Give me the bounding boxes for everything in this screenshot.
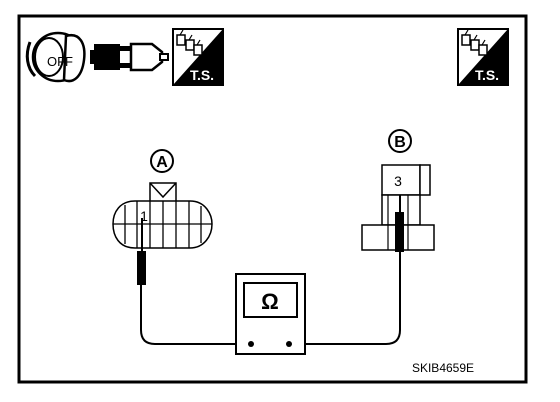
connector-a-letter: A [156, 154, 168, 171]
ts-right-label: T.S. [475, 67, 499, 83]
connector-b-letter: B [394, 134, 406, 151]
connector-b: B 3 [361, 129, 435, 252]
figure-code: SKIB4659E [412, 361, 474, 375]
connector-a: A 1 [112, 149, 213, 285]
ohmmeter-terminal-positive [286, 341, 292, 347]
connector-a-letter-circle [150, 149, 174, 173]
ohmmeter-display [243, 282, 298, 318]
test-lead-b [291, 252, 401, 345]
ohmmeter-terminal-negative [248, 341, 254, 347]
ohmmeter: Ω [235, 273, 306, 355]
trouble-shooting-icon-right: T.S. [457, 28, 509, 86]
ignition-key-off-icon: OFF [25, 31, 86, 83]
ohm-symbol: Ω [261, 289, 279, 314]
test-lead-a [140, 285, 249, 345]
connector-disconnect-icon [90, 42, 169, 72]
connector-b-letter-circle [388, 129, 412, 153]
probe-a [137, 251, 146, 285]
connector-b-pin: 3 [394, 173, 402, 189]
probe-b [395, 212, 404, 252]
ignition-off-label: OFF [47, 54, 73, 69]
ts-left-label: T.S. [190, 67, 214, 83]
trouble-shooting-icon-left: T.S. [172, 28, 224, 86]
connector-a-pin: 1 [140, 208, 148, 224]
